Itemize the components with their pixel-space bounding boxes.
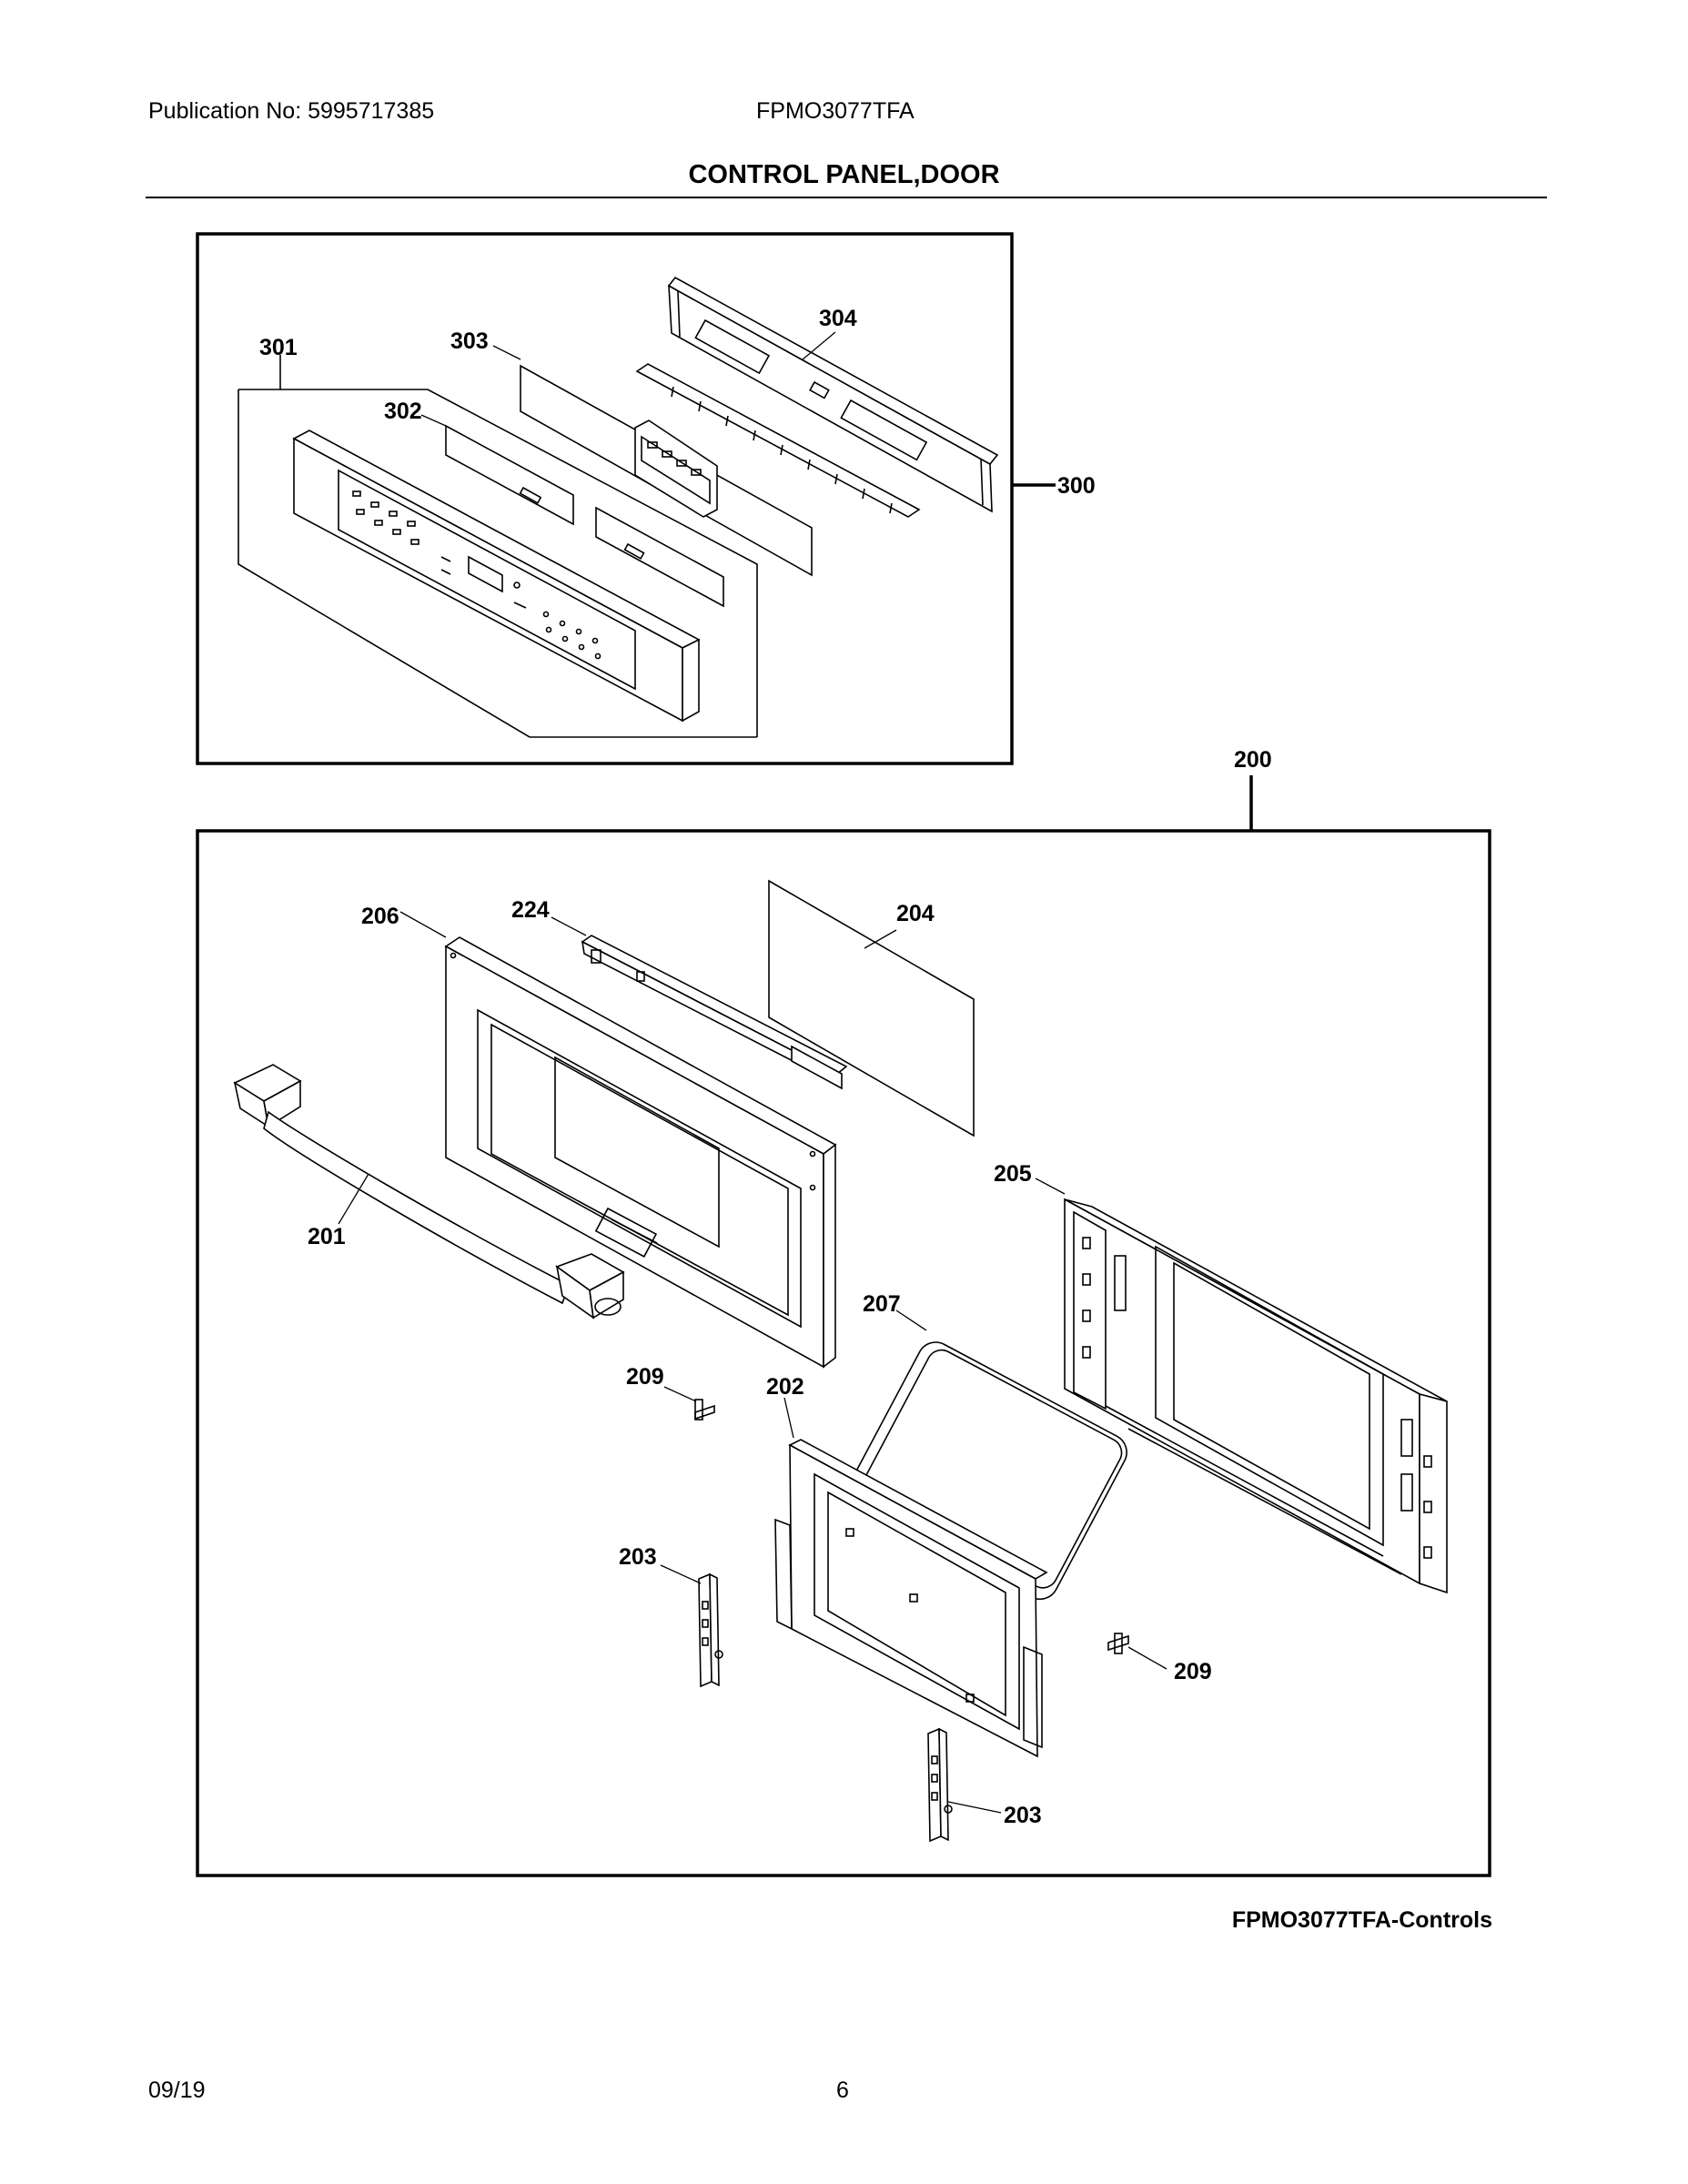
callout-302: 302 <box>384 399 422 424</box>
callout-204: 204 <box>896 901 935 926</box>
diagram-caption: FPMO3077TFA-Controls <box>1231 1907 1492 1933</box>
model-number: FPMO3077TFA <box>756 98 915 124</box>
callout-300: 300 <box>1057 473 1096 499</box>
part-304-bracket <box>667 276 999 513</box>
part-301-fascia <box>292 430 701 723</box>
callout-201: 201 <box>308 1224 346 1249</box>
callout-209-lower: 209 <box>1174 1659 1212 1684</box>
callout-203-upper: 203 <box>619 1544 657 1570</box>
part-202-inner-frame <box>774 1439 1048 1758</box>
footer-date: 09/19 <box>148 2078 206 2103</box>
callout-209-upper: 209 <box>626 1364 664 1390</box>
part-203-hinge-lower <box>927 1727 953 1843</box>
callout-207: 207 <box>863 1291 901 1317</box>
publication-number: Publication No: 5995717385 <box>148 98 435 124</box>
callout-301: 301 <box>259 335 298 360</box>
part-203-hinge-upper <box>698 1572 723 1688</box>
part-209-clip-lower <box>1107 1633 1129 1654</box>
part-206-door-panel <box>444 936 837 1369</box>
callout-202: 202 <box>766 1374 804 1400</box>
callout-206: 206 <box>361 904 399 929</box>
control-panel-frame <box>196 232 1014 765</box>
leader-301 <box>238 355 758 738</box>
callout-303: 303 <box>450 329 489 354</box>
part-209-clip-upper <box>694 1399 715 1421</box>
callout-304: 304 <box>819 306 857 331</box>
part-302-membranes <box>445 424 724 608</box>
page-title: CONTROL PANEL,DOOR <box>688 160 1000 189</box>
callout-205: 205 <box>994 1161 1032 1187</box>
part-201-handle <box>233 1064 625 1320</box>
door-frame <box>196 829 1491 1877</box>
footer-page-number: 6 <box>836 2078 849 2103</box>
part-clip-strip <box>635 363 921 518</box>
control-board <box>634 420 718 518</box>
callout-203-lower: 203 <box>1004 1803 1042 1828</box>
callout-224: 224 <box>511 897 550 923</box>
callout-200: 200 <box>1234 747 1272 773</box>
part-204-glass <box>768 879 975 1138</box>
part-224-trim <box>581 935 848 1090</box>
header-rule <box>146 197 1547 198</box>
part-205-inner-liner <box>1064 1198 1448 1594</box>
